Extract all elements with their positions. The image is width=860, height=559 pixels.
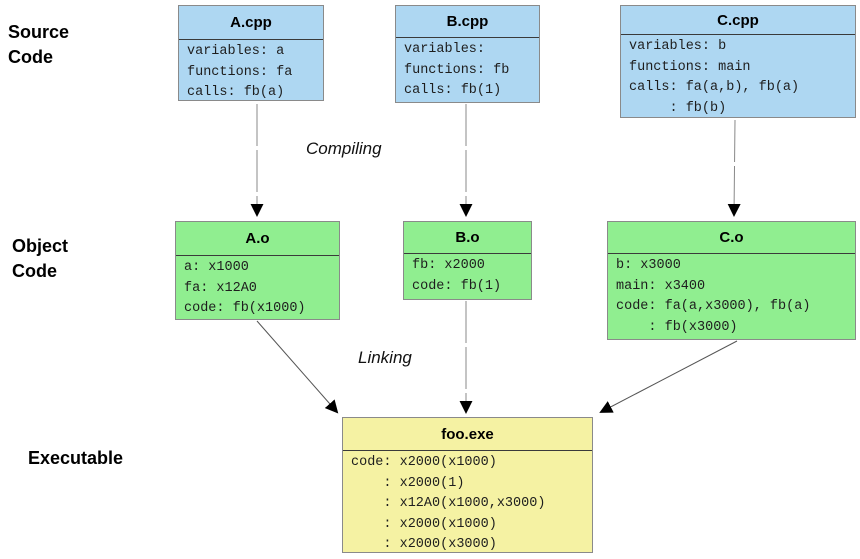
box-foo-exe-line: code: x2000(x1000) [351,455,497,470]
box-a-cpp-title: A.cpp [179,6,323,40]
object-code-label-line2: Code [12,261,57,281]
box-a-o-body: a: x1000 fa: x12A0 code: fb(x1000) [176,256,339,320]
object-code-label: Object Code [12,234,68,284]
box-c-o-line: : fb(x3000) [616,319,738,335]
box-c-o: C.o b: x3000 main: x3400 code: fa(a,x300… [607,221,856,340]
box-a-cpp-line: calls: fb(a) [187,85,285,100]
box-a-o-title: A.o [176,222,339,256]
box-a-cpp-body: variables: a functions: fa calls: fb(a) [179,40,323,104]
box-foo-exe-body: code: x2000(x1000) : x2000(1) : x12A0(x1… [343,451,592,556]
box-a-o: A.o a: x1000 fa: x12A0 code: fb(x1000) [175,221,340,320]
box-foo-exe-line: : x2000(1) [351,475,465,491]
box-foo-exe: foo.exe code: x2000(x1000) : x2000(1) : … [342,417,593,553]
box-a-o-line: fa: x12A0 [184,280,257,296]
box-foo-exe-line: : x12A0(x1000,x3000) [351,496,546,511]
box-c-cpp-body: variables: b functions: main calls: fa(a… [621,35,855,119]
box-c-cpp-line: variables: b [629,39,727,54]
compiling-label: Compiling [306,139,382,158]
box-b-o-body: fb: x2000 code: fb(1) [404,254,531,297]
box-foo-exe-title: foo.exe [343,418,592,451]
box-b-cpp-line: functions: fb [404,62,510,78]
box-c-cpp-title: C.cpp [621,6,855,35]
arrow-c-o-to-foo-exe [599,340,738,413]
linking-label: Linking [358,348,412,367]
box-c-o-line: code: fa(a,x3000), fb(a) [616,299,811,314]
box-c-o-body: b: x3000 main: x3400 code: fa(a,x3000), … [608,254,855,338]
arrow-a-o-to-foo-exe [256,320,339,414]
box-c-cpp-line: functions: main [629,59,751,75]
arrow-c-cpp-to-c-o [727,119,741,217]
source-code-label-line1: Source [8,22,70,42]
box-a-cpp-line: functions: fa [187,64,293,80]
object-code-label-line1: Object [12,236,69,256]
box-c-o-line: b: x3000 [616,258,681,273]
box-foo-exe-line: : x2000(x3000) [351,537,497,552]
box-b-cpp-line: variables: [404,42,486,57]
box-b-o: B.o fb: x2000 code: fb(1) [403,221,532,300]
box-b-o-line: fb: x2000 [412,258,485,273]
executable-label: Executable [28,448,124,468]
box-a-cpp-line: variables: a [187,44,285,59]
box-foo-exe-line: : x2000(x1000) [351,516,497,532]
box-b-cpp-body: variables: functions: fb calls: fb(1) [396,38,539,102]
box-c-cpp-line: : fb(b) [629,100,727,116]
box-c-o-title: C.o [608,222,855,254]
box-c-o-line: main: x3400 [616,278,706,294]
box-b-o-title: B.o [404,222,531,254]
box-a-cpp: A.cpp variables: a functions: fa calls: … [178,5,324,101]
box-b-cpp: B.cpp variables: functions: fb calls: fb… [395,5,540,103]
box-b-o-line: code: fb(1) [412,278,502,294]
box-b-cpp-line: calls: fb(1) [404,83,502,98]
source-code-label: Source Code [8,20,69,70]
source-code-label-line2: Code [8,47,53,67]
box-c-cpp: C.cpp variables: b functions: main calls… [620,5,856,118]
box-b-cpp-title: B.cpp [396,6,539,38]
box-c-cpp-line: calls: fa(a,b), fb(a) [629,80,800,95]
box-a-o-line: code: fb(x1000) [184,301,306,316]
box-a-o-line: a: x1000 [184,260,249,275]
